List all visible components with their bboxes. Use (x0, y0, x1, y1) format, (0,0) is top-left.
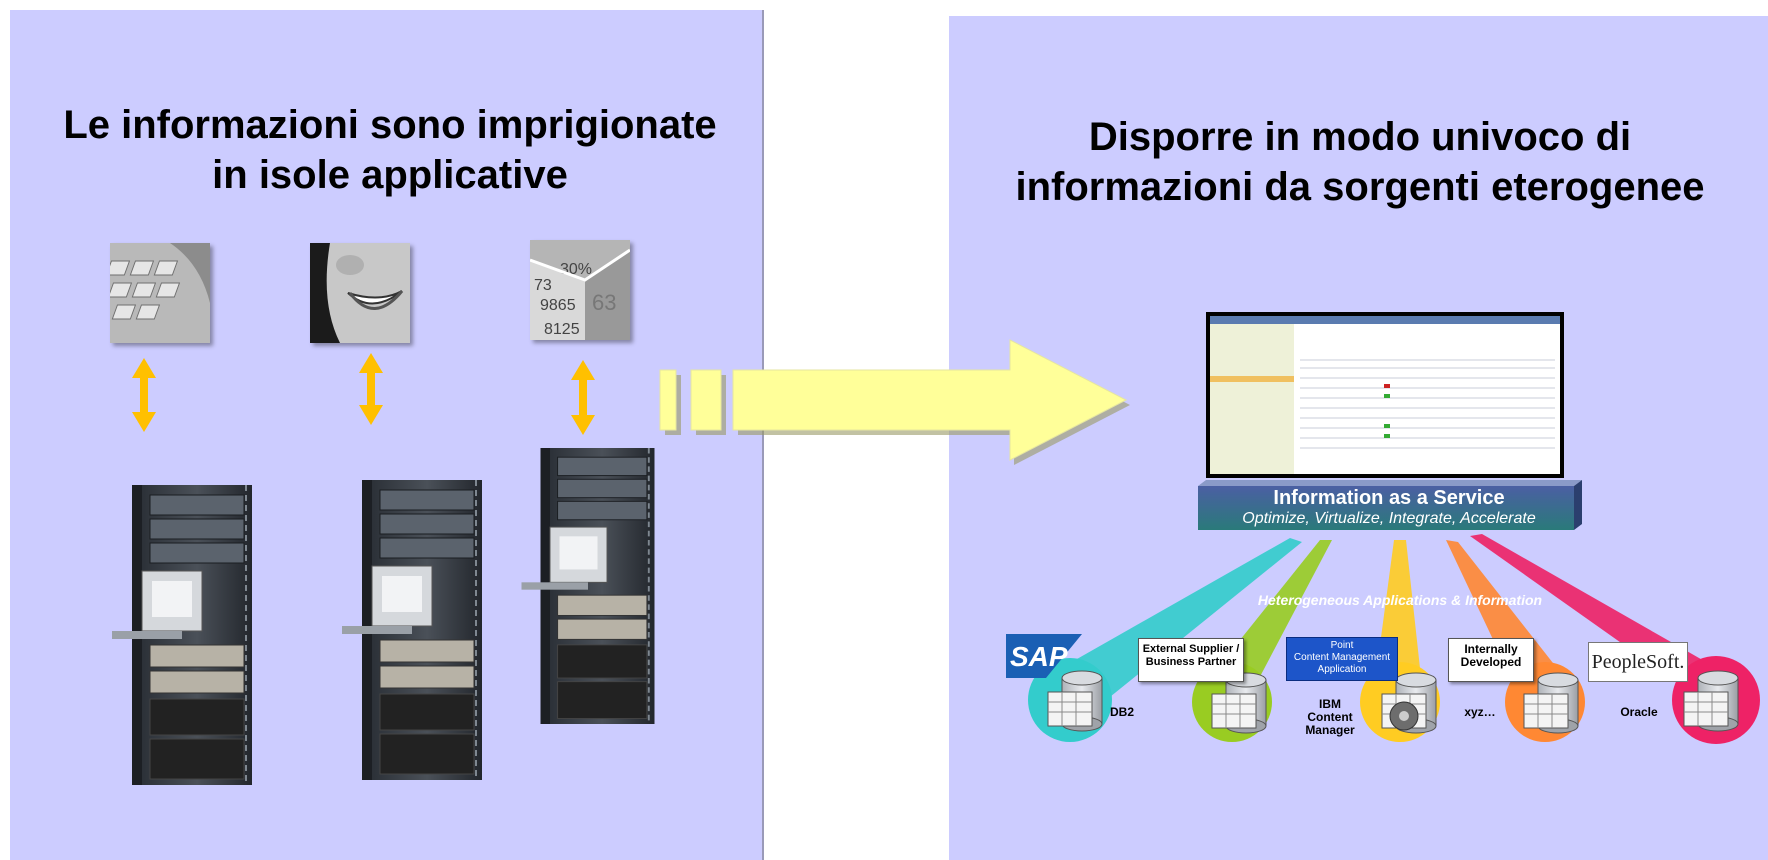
db2-label: DB2 (1109, 705, 1134, 719)
peoplesoft-logo: PeopleSoft. (1588, 642, 1688, 682)
point-cm-label: Point Content Management Application (1286, 637, 1398, 681)
content-manager-icon (1381, 672, 1437, 734)
ibm-line-3: Manager (1305, 723, 1355, 737)
external-supplier-label: External Supplier / Business Partner (1138, 638, 1244, 682)
server-rack-icon (520, 447, 656, 725)
sap-logo-text: SAP (1010, 641, 1068, 672)
server-rack-icon (111, 484, 253, 786)
ibm-content-manager-label: IBM Content Manager (1296, 698, 1364, 737)
external-line-1: External Supplier / (1142, 643, 1240, 655)
keyboard-photo (110, 243, 210, 343)
iaas-title: Information as a Service (1273, 487, 1505, 509)
point-line-2: Content Management (1293, 652, 1391, 663)
xyz-label: xyz… (1464, 705, 1496, 719)
bidirectional-arrow-1 (132, 358, 156, 432)
right-title-line-1: Disporre in modo univoco di (1088, 115, 1632, 159)
smiling-face-photo (310, 243, 410, 343)
sap-logo: SAP (1006, 634, 1082, 678)
point-line-1: Point (1330, 640, 1354, 651)
big-arrow (659, 339, 1130, 465)
bidirectional-arrows (132, 353, 595, 435)
right-title: Disporre in modo univoco di informazioni… (955, 112, 1765, 212)
server-rack-icon (341, 479, 483, 781)
bidirectional-arrow-2 (359, 353, 383, 425)
internally-developed-label: Internally Developed (1448, 638, 1534, 682)
ibm-line-2: Content (1307, 710, 1353, 724)
left-title-line-2: in isole applicative (212, 153, 568, 197)
left-title-line-1: Le informazioni sono imprigionate (63, 103, 717, 147)
iaas-bar-shape (1198, 480, 1582, 530)
heterogeneous-label: Heterogeneous Applications & Information (1257, 592, 1543, 608)
left-title: Le informazioni sono imprigionate in iso… (20, 100, 760, 200)
svg-text:8125: 8125 (544, 321, 580, 338)
svg-text:63: 63 (592, 290, 616, 315)
iaas-bar: Information as a Service Optimize, Virtu… (1198, 482, 1580, 530)
right-title-line-2: informazioni da sorgenti eterogenee (1015, 165, 1705, 209)
svg-text:73: 73 (534, 277, 552, 294)
point-line-3: Application (1317, 664, 1367, 675)
ibm-line-1: IBM (1319, 697, 1341, 711)
svg-text:9865: 9865 (540, 297, 576, 314)
internally-line-2: Developed (1460, 655, 1522, 669)
internally-line-1: Internally (1464, 642, 1518, 656)
bidirectional-arrow-3 (571, 360, 595, 435)
dashboard-screenshot (1206, 312, 1564, 478)
external-line-2: Business Partner (1145, 656, 1237, 668)
iaas-subtitle: Optimize, Virtualize, Integrate, Acceler… (1242, 510, 1536, 527)
oracle-label: Oracle (1620, 705, 1658, 719)
